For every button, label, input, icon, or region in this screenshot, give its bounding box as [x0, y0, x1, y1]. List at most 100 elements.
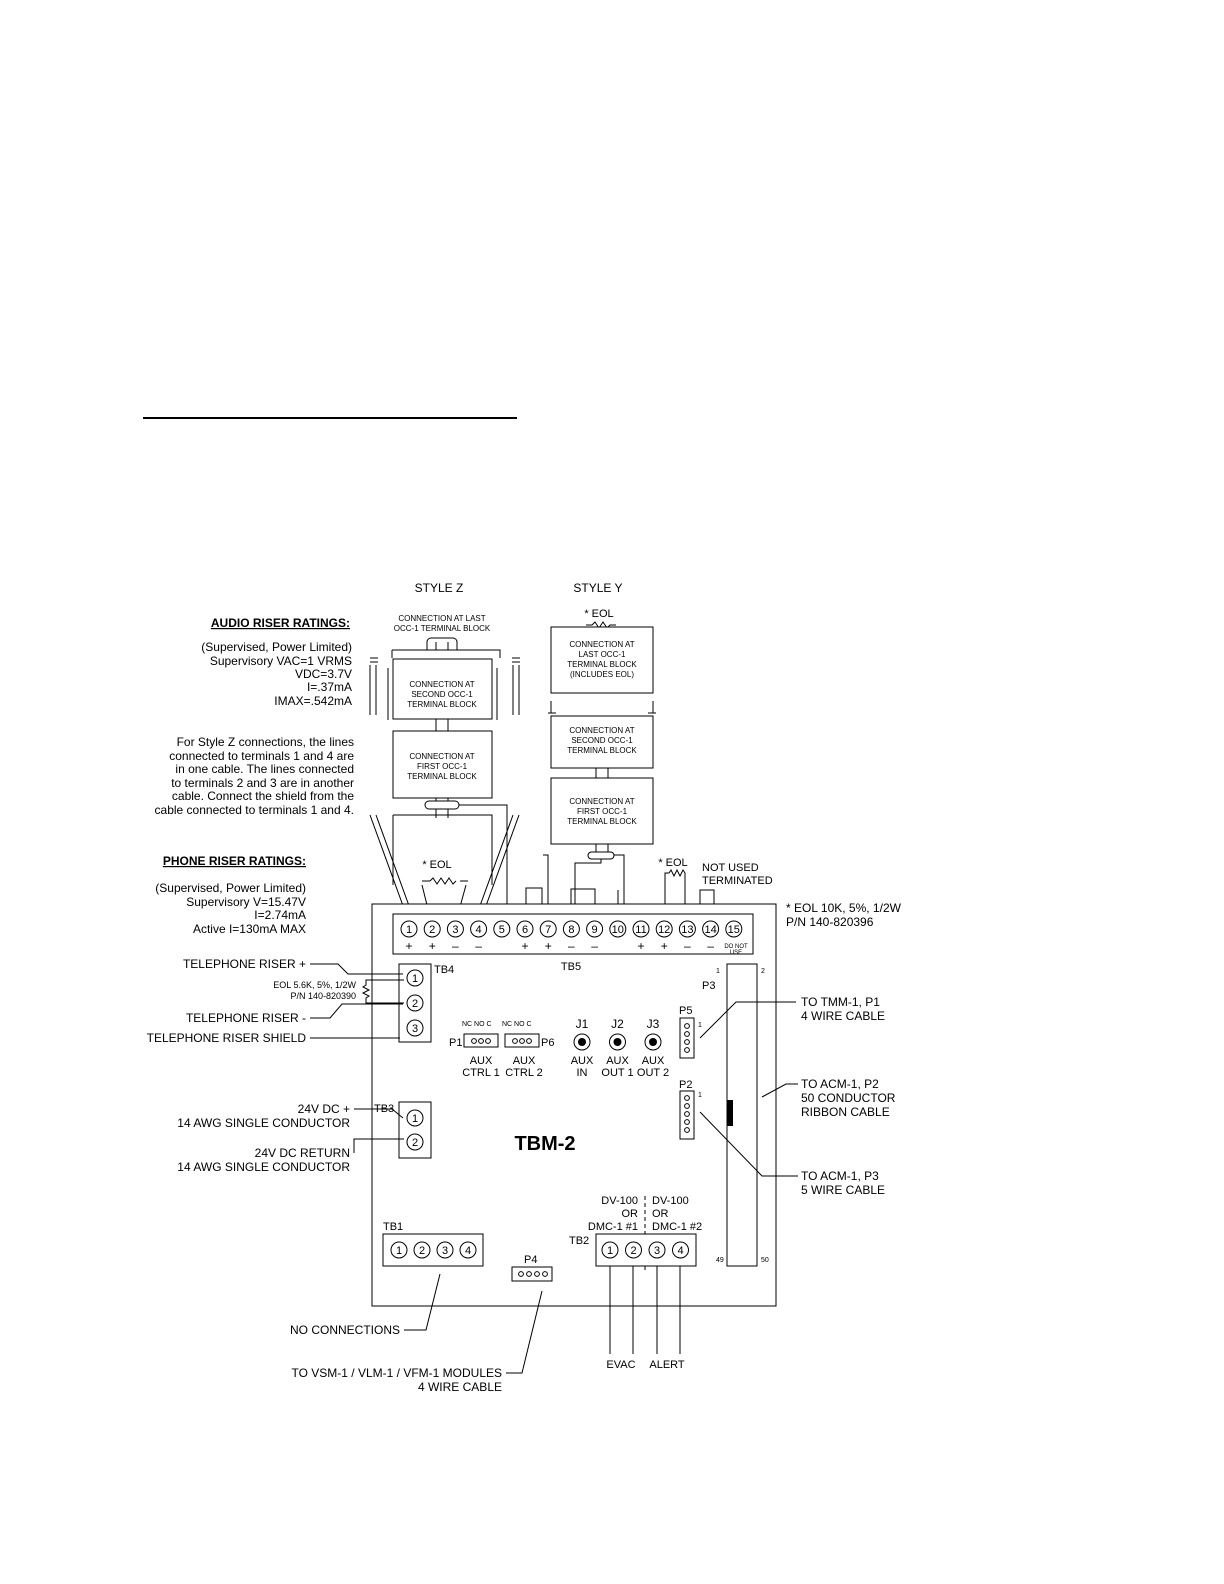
tb5-polarity: – — [684, 939, 691, 953]
section-separator — [143, 417, 517, 419]
style-y-label: STYLE Y — [573, 581, 622, 595]
svg-text:TERMINAL BLOCK: TERMINAL BLOCK — [567, 817, 637, 826]
telephone-riser-minus: TELEPHONE RISER - — [186, 1011, 306, 1025]
dv-left: DV-100 — [601, 1195, 638, 1207]
svg-text:I=2.74mA: I=2.74mA — [254, 908, 306, 922]
p3-pin2: 2 — [761, 968, 765, 975]
svg-text:CONNECTION AT: CONNECTION AT — [569, 726, 634, 735]
tb5-terminal-label: 12 — [658, 924, 670, 936]
tb1-terminal-label: 2 — [419, 1245, 425, 1257]
jack-caption: AUX — [642, 1055, 665, 1067]
tb2-terminal-label: 3 — [654, 1245, 660, 1257]
style-z-last-occ: CONNECTION AT LAST OCC-1 TERMINAL BLOCK — [394, 614, 491, 650]
tb2-label: TB2 — [569, 1235, 589, 1247]
tb5-label: TB5 — [561, 961, 581, 973]
not-used-label: NOT USED — [702, 862, 759, 874]
svg-text:(Supervised, Power Limited): (Supervised, Power Limited) — [201, 640, 352, 654]
dc-plus: 24V DC + — [298, 1102, 350, 1116]
svg-text:4 WIRE CABLE: 4 WIRE CABLE — [801, 1009, 885, 1023]
svg-text:TERMINAL BLOCK: TERMINAL BLOCK — [567, 746, 637, 755]
tb2-terminal-label: 4 — [677, 1245, 683, 1257]
svg-text:SECOND OCC-1: SECOND OCC-1 — [571, 736, 633, 745]
tb1-terminal-4: 4 — [459, 1241, 477, 1259]
telephone-eol: EOL 5.6K, 5%, 1/2W — [273, 980, 356, 990]
tb5-terminal-9: 9– — [586, 920, 604, 953]
svg-text:14 AWG SINGLE CONDUCTOR: 14 AWG SINGLE CONDUCTOR — [177, 1160, 350, 1174]
tb5-terminal-label: 14 — [704, 924, 716, 936]
p4-label: P4 — [524, 1254, 537, 1266]
svg-text:RIBBON CABLE: RIBBON CABLE — [801, 1105, 890, 1119]
board-name: TBM-2 — [514, 1133, 575, 1155]
tb5-polarity: – — [707, 939, 714, 953]
svg-text:to terminals 2 and 3 are in an: to terminals 2 and 3 are in another — [171, 776, 354, 790]
p4-pin — [534, 1271, 540, 1277]
tb5-polarity: + — [545, 939, 552, 953]
p5-pin — [684, 1023, 690, 1029]
tb5-terminal-label: 8 — [568, 924, 574, 936]
eol-note: * EOL 10K, 5%, 1/2W — [786, 901, 902, 915]
tb2-terminal-1: 1 — [601, 1241, 619, 1259]
tb5-terminal-1: 1+ — [400, 920, 418, 953]
tb2-terminal-3: 3 — [648, 1241, 666, 1259]
tb1-terminal-1: 1 — [390, 1241, 408, 1259]
tb5-terminal-label: 6 — [522, 924, 528, 936]
p5-connector — [679, 1017, 695, 1059]
svg-text:IMAX=.542mA: IMAX=.542mA — [274, 694, 352, 708]
p6-label: P6 — [541, 1037, 554, 1049]
dc-return: 24V DC RETURN — [255, 1146, 350, 1160]
tb4-terminal-label: 1 — [412, 973, 418, 985]
svg-text:P/N 140-820396: P/N 140-820396 — [786, 915, 874, 929]
tb4-terminal-2: 2 — [406, 994, 424, 1012]
svg-text:TERMINAL BLOCK: TERMINAL BLOCK — [407, 700, 477, 709]
no-connections: NO CONNECTIONS — [290, 1323, 400, 1337]
p5-pin — [684, 1047, 690, 1053]
tb5-terminal-label: 11 — [635, 924, 646, 936]
p2-pin — [684, 1095, 690, 1101]
tb5-polarity: – — [568, 939, 575, 953]
tb3-terminal-1: 1 — [406, 1109, 424, 1127]
tb5-polarity: + — [521, 939, 528, 953]
tb5-terminal-label: 3 — [452, 924, 458, 936]
tb5-polarity: + — [661, 939, 668, 953]
tb4-terminal-label: 3 — [412, 1023, 418, 1035]
jack-label: J2 — [611, 1017, 624, 1031]
jack-label: J1 — [576, 1017, 589, 1031]
p1-nc-no-c: NC NO C — [462, 1021, 492, 1028]
svg-text:FIRST OCC-1: FIRST OCC-1 — [577, 807, 628, 816]
tb2-terminal-4: 4 — [672, 1241, 689, 1259]
telephone-riser-plus: TELEPHONE RISER + — [183, 957, 306, 971]
style-z-second-occ: CONNECTION AT SECOND OCC-1 TERMINAL BLOC… — [392, 658, 493, 720]
tb3-terminal-label: 1 — [412, 1113, 418, 1125]
connector-pin — [478, 1038, 484, 1044]
svg-text:CTRL 2: CTRL 2 — [505, 1067, 543, 1079]
tb2-terminal-label: 1 — [607, 1245, 613, 1257]
svg-text:(INCLUDES EOL): (INCLUDES EOL) — [570, 670, 634, 679]
svg-text:CONNECTION AT LAST: CONNECTION AT LAST — [398, 614, 485, 623]
svg-text:LAST OCC-1: LAST OCC-1 — [579, 650, 627, 659]
tb5-terminal-6: 6+ — [516, 920, 534, 953]
to-vsm: TO VSM-1 / VLM-1 / VFM-1 MODULES — [292, 1366, 502, 1380]
jack-caption: IN — [577, 1067, 588, 1079]
connector-pin — [471, 1038, 477, 1044]
svg-text:USE: USE — [730, 950, 742, 956]
p3-pin1: 1 — [716, 968, 720, 975]
svg-text:Active I=130mA MAX: Active I=130mA MAX — [193, 922, 306, 936]
tb5-terminal-label: 13 — [681, 924, 693, 936]
tb4-terminal-3: 3 — [406, 1019, 424, 1037]
p2-pin — [684, 1119, 690, 1125]
eol-tb5: * EOL — [658, 857, 687, 869]
to-tmm: TO TMM-1, P1 — [801, 995, 880, 1009]
aux-ctrl2: AUX — [513, 1055, 536, 1067]
tb1-terminal-label: 3 — [442, 1245, 448, 1257]
svg-text:(Supervised, Power Limited): (Supervised, Power Limited) — [155, 881, 306, 895]
tb5-terminal-10: 10 — [609, 920, 627, 938]
tb1-terminal-2: 2 — [413, 1241, 431, 1259]
p2-pin — [684, 1127, 690, 1133]
svg-text:1: 1 — [698, 1092, 702, 1099]
style-z-label: STYLE Z — [415, 581, 464, 595]
p3-pin50: 50 — [761, 1257, 769, 1264]
svg-text:cable connected to terminals 1: cable connected to terminals 1 and 4. — [155, 803, 354, 817]
